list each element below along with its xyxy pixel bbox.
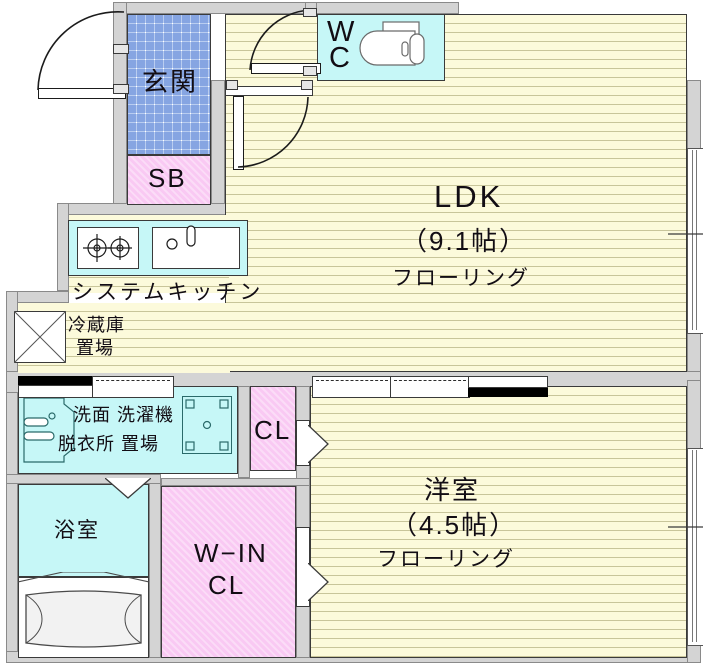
washroom-label-line2: 脱衣所 置場 [58,434,160,454]
wc-door-jamb-right [303,66,317,76]
bedroom-window-sash [692,450,697,642]
washroom-sliding-track [18,385,94,398]
washroom-label-line1: 洗面 洗濯機 [73,405,175,425]
wincl-folding-door-icon [308,563,329,601]
kitchen-sink-icon [166,225,196,250]
kitchen-label: システムキッチン [72,281,264,304]
bedroom-sliding-open-a[interactable] [312,376,392,398]
genkan-ldk-jamb-right [301,80,313,90]
wall-washroom-right [238,386,250,478]
refrigerator-space-icon [14,311,66,363]
bedroom-name-label: 洋室 [424,475,481,505]
wall-bath-right [149,478,161,658]
bath-tub-divider [18,572,149,583]
bathtub-icon [25,590,142,648]
room-wincl [161,486,296,658]
vanity-basin-icon [23,397,75,463]
entrance-door-arc [37,10,125,91]
sb-label: SB [148,163,187,193]
bedroom-sliding-open-b[interactable] [390,376,470,398]
washroom-sliding-open[interactable] [92,376,174,398]
gas-stove-icon [83,234,132,262]
wc-label-line1: W [327,16,355,48]
bath-label: 浴室 [54,519,100,542]
room-genkan-tile [127,14,211,155]
wall-bath-top [6,474,161,484]
genkan-ldk-door-arc [237,96,309,168]
bedroom-window-mark [668,526,703,528]
wall-genkan-right [211,80,225,215]
washer-space-icon [185,399,229,451]
cl-label: CL [254,415,292,445]
bedroom-finish-label: フローリング [377,548,515,571]
genkan-ldk-opening [225,86,313,96]
bedroom-size-label: （4.5帖） [391,510,518,540]
room-bedroom-floor [310,386,687,658]
ldk-name-label: LDK [434,179,504,214]
ldk-size-label: （9.1帖） [401,226,528,256]
genkan-label: 玄関 [142,67,199,97]
wall-wincl-top [161,478,310,486]
wc-door-leaf[interactable] [251,63,321,74]
kitchen-sink [152,227,240,269]
wincl-label-line1: W−IN [194,538,268,568]
fridge-label-line2: 置場 [76,338,114,358]
wc-label-line2: C [329,42,350,74]
toilet-icon [359,21,425,66]
wincl-label-line2: CL [208,570,246,600]
ldk-window-mark [668,233,703,235]
entrance-door-jamb-bottom [113,84,129,94]
fridge-label-line1: 冷蔵庫 [68,315,125,335]
wc-door-arc [249,9,311,71]
entrance-door-jamb-top [113,44,129,54]
wc-door-jamb-left [303,8,317,17]
room-cl [250,386,296,471]
cl-folding-door-icon [308,425,329,463]
genkan-ldk-door-leaf[interactable] [233,96,244,170]
room-ldk-floor [225,14,687,372]
bath-door-icon [105,478,151,499]
room-sb [127,155,211,205]
ldk-window-sash [692,150,697,330]
washer-space-box [182,396,232,454]
room-bath-floor [18,484,149,577]
ldk-finish-label: フローリング [392,267,530,290]
genkan-ldk-jamb-left [226,80,238,90]
bedroom-sliding-track [468,376,548,388]
